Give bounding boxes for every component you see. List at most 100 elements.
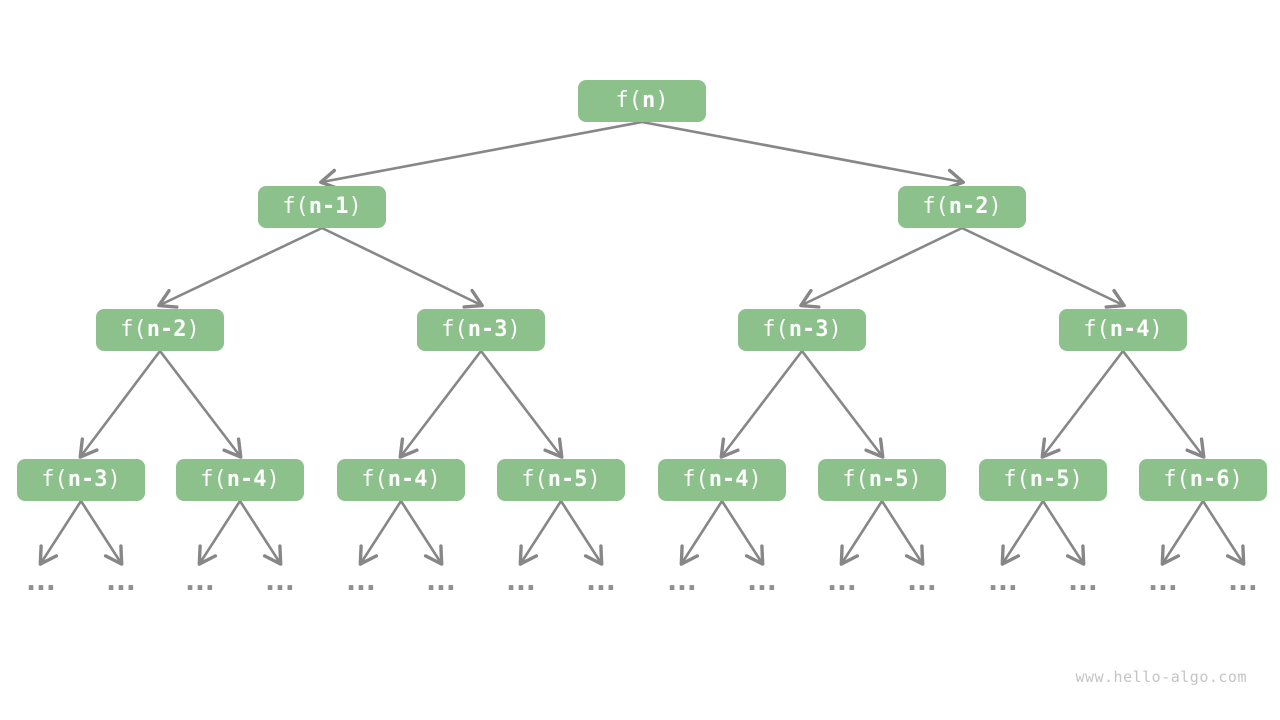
node-label-prefix: f( <box>41 467 68 492</box>
tree-node-l4-0: f(n-3) <box>17 459 145 501</box>
node-label-suffix: ) <box>427 467 441 492</box>
node-label-prefix: f( <box>922 194 949 219</box>
node-label-variable: n-3 <box>788 317 829 342</box>
tree-arrow <box>197 499 242 566</box>
node-label-prefix: f( <box>361 467 388 492</box>
tree-arrow <box>320 226 484 309</box>
ellipsis-label: ... <box>506 567 536 597</box>
ellipsis-label: ... <box>1148 567 1178 597</box>
ellipsis-label: ... <box>106 567 136 597</box>
ellipsis-label: ... <box>346 567 376 597</box>
node-label-prefix: f( <box>682 467 709 492</box>
node-label-variable: n-2 <box>146 317 187 342</box>
ellipsis-label: ... <box>988 567 1018 597</box>
tree-arrow <box>1160 499 1205 566</box>
ellipsis-label: ... <box>265 567 295 597</box>
tree-arrow <box>839 499 884 566</box>
node-label-variable: n-4 <box>226 467 267 492</box>
tree-arrow <box>559 499 604 566</box>
tree-arrow <box>38 499 83 566</box>
node-label-variable: n-6 <box>1189 467 1230 492</box>
tree-node-l2-1: f(n-2) <box>898 186 1026 228</box>
node-label-suffix: ) <box>186 317 200 342</box>
node-label-variable: n-4 <box>1109 317 1150 342</box>
tree-arrow <box>1000 499 1045 566</box>
node-label-prefix: f( <box>1003 467 1030 492</box>
tree-arrow <box>399 499 444 566</box>
node-label-variable: n-5 <box>868 467 909 492</box>
tree-arrow <box>238 499 283 566</box>
node-label-prefix: f( <box>842 467 869 492</box>
node-label-suffix: ) <box>266 467 280 492</box>
tree-arrow <box>719 349 804 459</box>
ellipsis-label: ... <box>667 567 697 597</box>
tree-arrow <box>799 226 964 309</box>
node-label-suffix: ) <box>1149 317 1163 342</box>
node-label-suffix: ) <box>655 88 669 113</box>
node-label-variable: n-4 <box>387 467 428 492</box>
node-label-variable: n-5 <box>547 467 588 492</box>
node-label-variable: n <box>642 88 656 113</box>
tree-arrow <box>79 499 124 566</box>
tree-arrow <box>1040 349 1125 459</box>
node-label-variable: n-4 <box>708 467 749 492</box>
tree-node-l4-2: f(n-4) <box>337 459 465 501</box>
tree-arrow <box>1121 349 1206 459</box>
node-label-suffix: ) <box>988 194 1002 219</box>
ellipsis-label: ... <box>907 567 937 597</box>
tree-arrow <box>800 349 885 459</box>
tree-node-l4-7: f(n-6) <box>1139 459 1267 501</box>
tree-node-l3-3: f(n-4) <box>1059 309 1187 351</box>
ellipsis-label: ... <box>827 567 857 597</box>
node-label-suffix: ) <box>507 317 521 342</box>
node-label-variable: n-5 <box>1029 467 1070 492</box>
ellipsis-label: ... <box>1228 567 1258 597</box>
ellipsis-label: ... <box>1068 567 1098 597</box>
tree-arrow <box>679 499 724 566</box>
tree-arrow <box>1201 499 1246 566</box>
ellipsis-label: ... <box>586 567 616 597</box>
tree-node-l1-0: f(n) <box>578 80 706 122</box>
node-label-suffix: ) <box>1229 467 1243 492</box>
node-label-prefix: f( <box>615 88 643 113</box>
node-label-prefix: f( <box>120 317 147 342</box>
node-label-prefix: f( <box>762 317 789 342</box>
tree-arrow <box>960 226 1126 309</box>
tree-node-l4-5: f(n-5) <box>818 459 946 501</box>
tree-arrow <box>479 349 564 459</box>
tree-node-l4-6: f(n-5) <box>979 459 1107 501</box>
ellipsis-label: ... <box>426 567 456 597</box>
node-label-prefix: f( <box>200 467 227 492</box>
tree-node-l4-1: f(n-4) <box>176 459 304 501</box>
tree-node-l3-0: f(n-2) <box>96 309 224 351</box>
tree-node-l2-0: f(n-1) <box>258 186 386 228</box>
node-label-suffix: ) <box>908 467 922 492</box>
node-label-suffix: ) <box>587 467 601 492</box>
node-label-variable: n-1 <box>308 194 349 219</box>
tree-node-l3-1: f(n-3) <box>417 309 545 351</box>
node-label-suffix: ) <box>348 194 362 219</box>
tree-arrow <box>319 120 644 190</box>
tree-arrow <box>640 120 965 190</box>
node-label-prefix: f( <box>441 317 468 342</box>
node-label-suffix: ) <box>828 317 842 342</box>
node-label-variable: n-2 <box>948 194 989 219</box>
node-label-prefix: f( <box>1163 467 1190 492</box>
tree-arrow <box>1041 499 1086 566</box>
node-label-suffix: ) <box>748 467 762 492</box>
tree-arrow <box>880 499 925 566</box>
node-label-prefix: f( <box>521 467 548 492</box>
watermark: www.hello-algo.com <box>1075 668 1247 686</box>
tree-arrow <box>158 349 243 459</box>
node-label-prefix: f( <box>282 194 309 219</box>
tree-node-l4-4: f(n-4) <box>658 459 786 501</box>
tree-node-l4-3: f(n-5) <box>497 459 625 501</box>
node-label-suffix: ) <box>1069 467 1083 492</box>
tree-node-l3-2: f(n-3) <box>738 309 866 351</box>
tree-arrow <box>398 349 483 459</box>
node-label-variable: n-3 <box>467 317 508 342</box>
tree-arrow <box>518 499 563 566</box>
tree-arrow <box>157 226 324 309</box>
